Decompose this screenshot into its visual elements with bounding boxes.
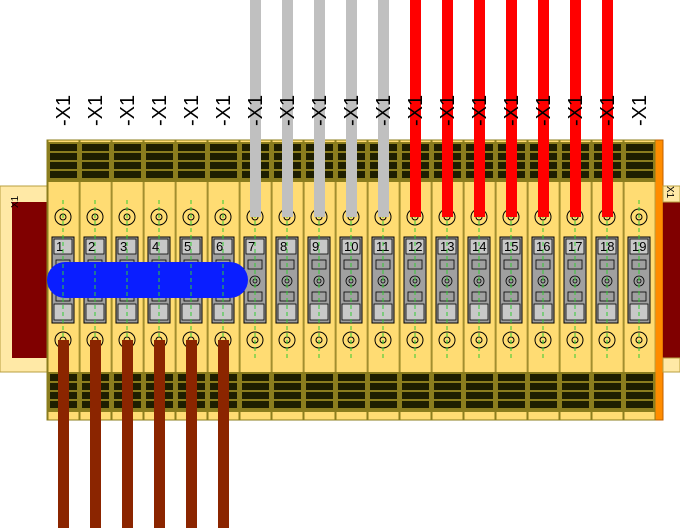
top-rail (48, 142, 79, 182)
wires-group (58, 0, 613, 528)
bottom-rail (400, 372, 431, 412)
terminal-label: -X1 (85, 95, 107, 126)
wire-top-grey[interactable] (346, 0, 357, 217)
left-end-label: X1 (10, 195, 21, 208)
terminal-number: 18 (600, 239, 614, 254)
terminal-label: -X1 (373, 95, 395, 126)
terminal-number: 19 (632, 239, 646, 254)
terminal-14[interactable]: 14 (463, 139, 496, 421)
terminal-label: -X1 (501, 95, 523, 126)
terminal-label: -X1 (245, 95, 267, 126)
wire-top-red[interactable] (506, 0, 517, 217)
wire-top-red[interactable] (442, 0, 453, 217)
bridge-layer (47, 262, 248, 298)
wire-bottom-brown[interactable] (218, 340, 229, 528)
wire-top-grey[interactable] (314, 0, 325, 217)
terminal-label: -X1 (533, 95, 555, 126)
terminal-label: -X1 (277, 95, 299, 126)
wire-top-red[interactable] (474, 0, 485, 217)
wire-bottom-brown[interactable] (122, 340, 133, 528)
terminal-number: 13 (440, 239, 454, 254)
wire-top-red[interactable] (602, 0, 613, 217)
terminal-label: -X1 (309, 95, 331, 126)
terminal-label: -X1 (181, 95, 203, 126)
terminal-label: -X1 (117, 95, 139, 126)
terminal-number: 8 (280, 239, 287, 254)
terminal-label: -X1 (405, 95, 427, 126)
terminal-label: -X1 (565, 95, 587, 126)
top-rail (112, 142, 143, 182)
wire-top-grey[interactable] (282, 0, 293, 217)
terminal-number: 16 (536, 239, 550, 254)
wire-top-grey[interactable] (378, 0, 389, 217)
terminal-number: 6 (216, 239, 223, 254)
bottom-rail (560, 372, 591, 412)
terminal-17[interactable]: 17 (559, 139, 592, 421)
terminal-number: 10 (344, 239, 358, 254)
terminal-number: 4 (152, 239, 159, 254)
wire-bottom-brown[interactable] (90, 340, 101, 528)
left-end-bracket: X1 (0, 185, 49, 373)
bottom-rail (432, 372, 463, 412)
terminal-label: -X1 (149, 95, 171, 126)
terminal-7[interactable]: 7 (239, 139, 272, 421)
bottom-rail (624, 372, 655, 412)
terminal-number: 9 (312, 239, 319, 254)
bottom-rail (336, 372, 367, 412)
terminal-number: 2 (88, 239, 95, 254)
wire-top-red[interactable] (570, 0, 581, 217)
terminal-number: 14 (472, 239, 486, 254)
terminal-label: -X1 (469, 95, 491, 126)
terminal-number: 1 (56, 239, 63, 254)
terminal-number: 7 (248, 239, 255, 254)
top-rail (624, 142, 655, 182)
wire-bottom-brown[interactable] (154, 340, 165, 528)
wire-bottom-brown[interactable] (58, 340, 69, 528)
terminal-label: -X1 (341, 95, 363, 126)
jumper-bridge[interactable] (47, 262, 248, 298)
right-end-plate: X1 (654, 139, 680, 421)
bottom-rail (240, 372, 271, 412)
top-labels-group: -X1-X1-X1-X1-X1-X1-X1-X1-X1-X1-X1-X1-X1-… (53, 95, 651, 126)
terminal-11[interactable]: 11 (367, 139, 400, 421)
terminal-number: 11 (376, 239, 390, 254)
terminal-number: 3 (120, 239, 127, 254)
wire-top-red[interactable] (538, 0, 549, 217)
terminal-label: -X1 (437, 95, 459, 126)
terminal-19[interactable]: 19 (623, 139, 656, 421)
terminal-number: 5 (184, 239, 191, 254)
bottom-rail (464, 372, 495, 412)
bottom-rail (368, 372, 399, 412)
bottom-rail (272, 372, 303, 412)
terminal-label: -X1 (629, 95, 651, 126)
bottom-rail (592, 372, 623, 412)
terminal-number: 15 (504, 239, 518, 254)
top-rail (144, 142, 175, 182)
terminal-15[interactable]: 15 (495, 139, 528, 421)
terminal-label: -X1 (53, 95, 75, 126)
bottom-rail (304, 372, 335, 412)
terminal-label: -X1 (597, 95, 619, 126)
top-rail (208, 142, 239, 182)
right-end-label: X1 (664, 186, 675, 199)
bottom-rail (528, 372, 559, 412)
top-rail (176, 142, 207, 182)
wire-top-red[interactable] (410, 0, 421, 217)
wire-top-grey[interactable] (250, 0, 261, 217)
wire-bottom-brown[interactable] (186, 340, 197, 528)
bottom-rail (496, 372, 527, 412)
terminal-number: 17 (568, 239, 582, 254)
top-rail (80, 142, 111, 182)
terminal-number: 12 (408, 239, 422, 254)
terminal-label: -X1 (213, 95, 235, 126)
